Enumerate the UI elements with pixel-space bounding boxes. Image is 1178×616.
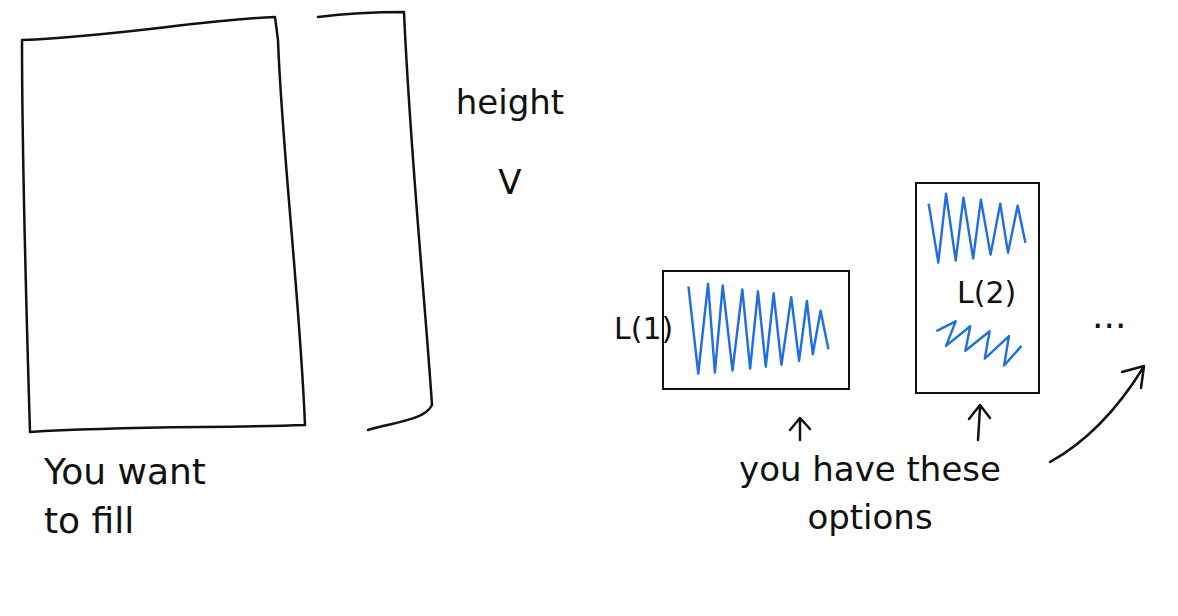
box-label: L(2) (955, 276, 1018, 309)
option-box: L(1) (662, 270, 850, 390)
target-box (22, 17, 305, 432)
pointer-arrow (969, 405, 990, 440)
target-box-edge (318, 12, 432, 430)
blue-scribble (664, 272, 848, 388)
pointer-arrow (1050, 366, 1144, 462)
box-label: L(1) (614, 312, 673, 345)
handwritten-note: you have these options (720, 446, 1020, 541)
handwritten-note: You want to fill (44, 448, 244, 545)
option-box: L(2) (915, 182, 1040, 394)
handwritten-note: height V (440, 62, 580, 222)
handwritten-note: ... (1092, 296, 1172, 336)
pointer-arrow (790, 418, 810, 440)
